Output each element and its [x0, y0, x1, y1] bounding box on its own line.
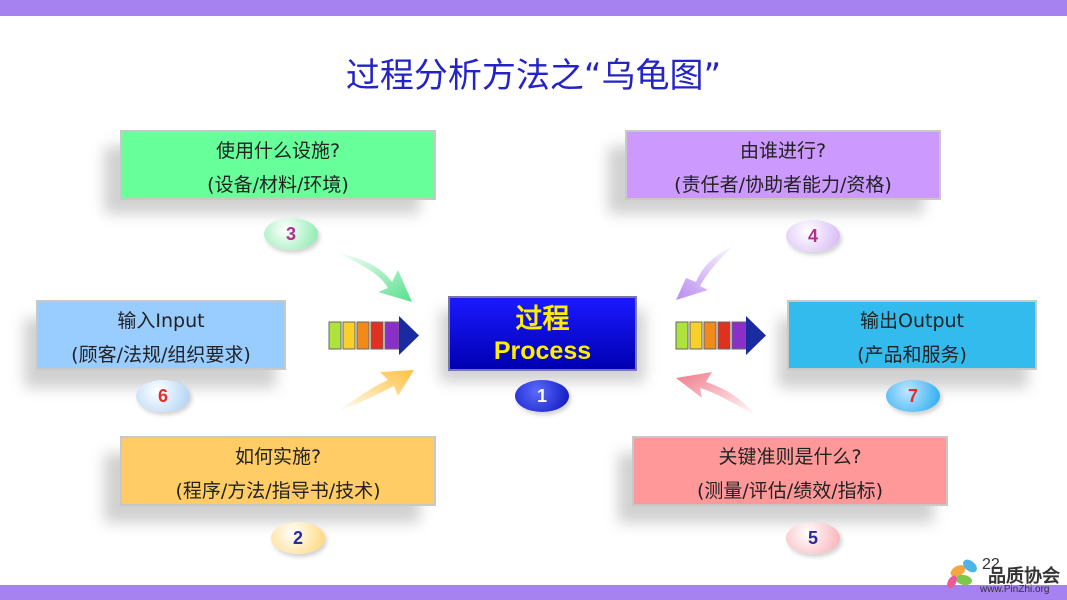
- input-line1: 输入Input: [117, 310, 205, 332]
- badge-1: 1: [515, 380, 569, 412]
- how-box: 如何实施? (程序/方法/指导书/技术): [120, 436, 436, 506]
- badge-7: 7: [886, 380, 940, 412]
- badge-3: 3: [264, 218, 318, 250]
- badge-2: 2: [271, 522, 325, 554]
- output-line2: (产品和服务): [857, 344, 967, 366]
- how-line2: (程序/方法/指导书/技术): [175, 480, 381, 502]
- badge-5: 5: [786, 522, 840, 554]
- process-label-en: Process: [493, 337, 592, 365]
- equipment-box: 使用什么设施? (设备/材料/环境): [120, 130, 436, 200]
- criteria-box: 关键准则是什么? (测量/评估/绩效/指标): [632, 436, 948, 506]
- who-box: 由谁进行? (责任者/协助者能力/资格): [625, 130, 941, 200]
- badge-4: 4: [786, 220, 840, 252]
- how-line1: 如何实施?: [234, 446, 322, 468]
- criteria-line1: 关键准则是什么?: [718, 446, 862, 468]
- output-line1: 输出Output: [860, 310, 964, 332]
- badge-6: 6: [136, 380, 190, 412]
- bottom-accent-bar: [0, 585, 1067, 600]
- how-curved-arrow: [336, 370, 414, 412]
- output-rainbow-arrow: [675, 316, 766, 355]
- equipment-curved-arrow: [336, 252, 412, 302]
- criteria-curved-arrow: [676, 372, 756, 416]
- top-accent-bar: [0, 0, 1067, 16]
- input-box: 输入Input (顾客/法规/组织要求): [36, 300, 286, 370]
- process-box: 过程 Process: [448, 296, 637, 371]
- criteria-line2: (测量/评估/绩效/指标): [696, 480, 884, 502]
- slide-title: 过程分析方法之“乌龟图”: [345, 56, 722, 96]
- input-line2: (顾客/法规/组织要求): [71, 344, 251, 366]
- process-label-cn: 过程: [515, 304, 570, 334]
- who-curved-arrow: [676, 244, 736, 300]
- who-line1: 由谁进行?: [739, 140, 827, 162]
- logo-url: www.PinZhi.org: [980, 584, 1050, 595]
- logo-text: 品质协会: [988, 566, 1060, 587]
- who-line2: (责任者/协助者能力/资格): [674, 174, 892, 196]
- input-rainbow-arrow: [328, 316, 419, 355]
- equipment-line2: (设备/材料/环境): [207, 174, 349, 196]
- output-box: 输出Output (产品和服务): [787, 300, 1037, 370]
- page-number: 22: [982, 556, 1000, 573]
- equipment-line1: 使用什么设施?: [215, 140, 341, 162]
